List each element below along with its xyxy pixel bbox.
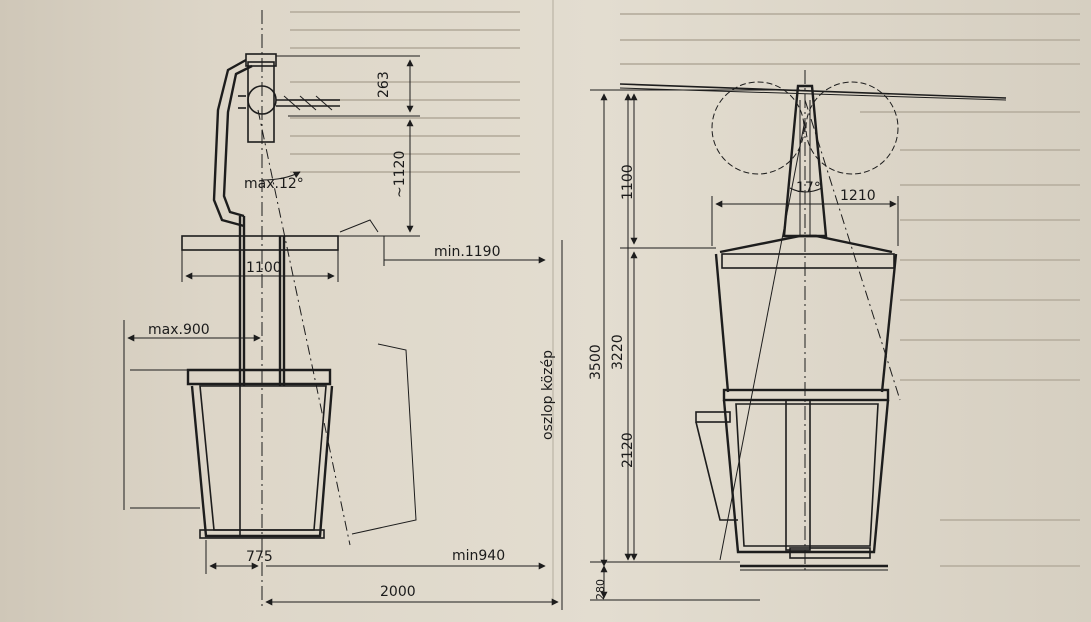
dim-3220: 3220: [610, 334, 626, 370]
left-side-view: 263 ~1120 max.12° 1100 max.900 775 min94…: [123, 10, 563, 610]
dim-263: 263: [376, 71, 392, 98]
dim-1100-right: 1100: [620, 164, 636, 200]
axis-label-oszlop-kozep: oszlop közép: [540, 350, 556, 440]
dim-max900: max.900: [148, 322, 210, 338]
dim-1120: ~1120: [392, 151, 408, 198]
angle-max12: max.12°: [244, 176, 304, 192]
dim-min940: min940: [452, 548, 505, 564]
dim-1100-left: 1100: [246, 260, 282, 276]
dim-2120: 2120: [620, 432, 636, 468]
dim-3500: 3500: [588, 344, 604, 380]
background-text-lines: [290, 0, 1080, 600]
dim-2000: 2000: [380, 584, 416, 600]
right-front-view: 1100 1210 17° 3500 3220 2120 280: [588, 70, 1007, 601]
dim-1210: 1210: [840, 188, 876, 204]
dim-280: 280: [594, 579, 607, 600]
angle-17: 17°: [796, 180, 821, 196]
dim-min1190: min.1190: [434, 244, 500, 260]
dim-775: 775: [246, 549, 273, 565]
